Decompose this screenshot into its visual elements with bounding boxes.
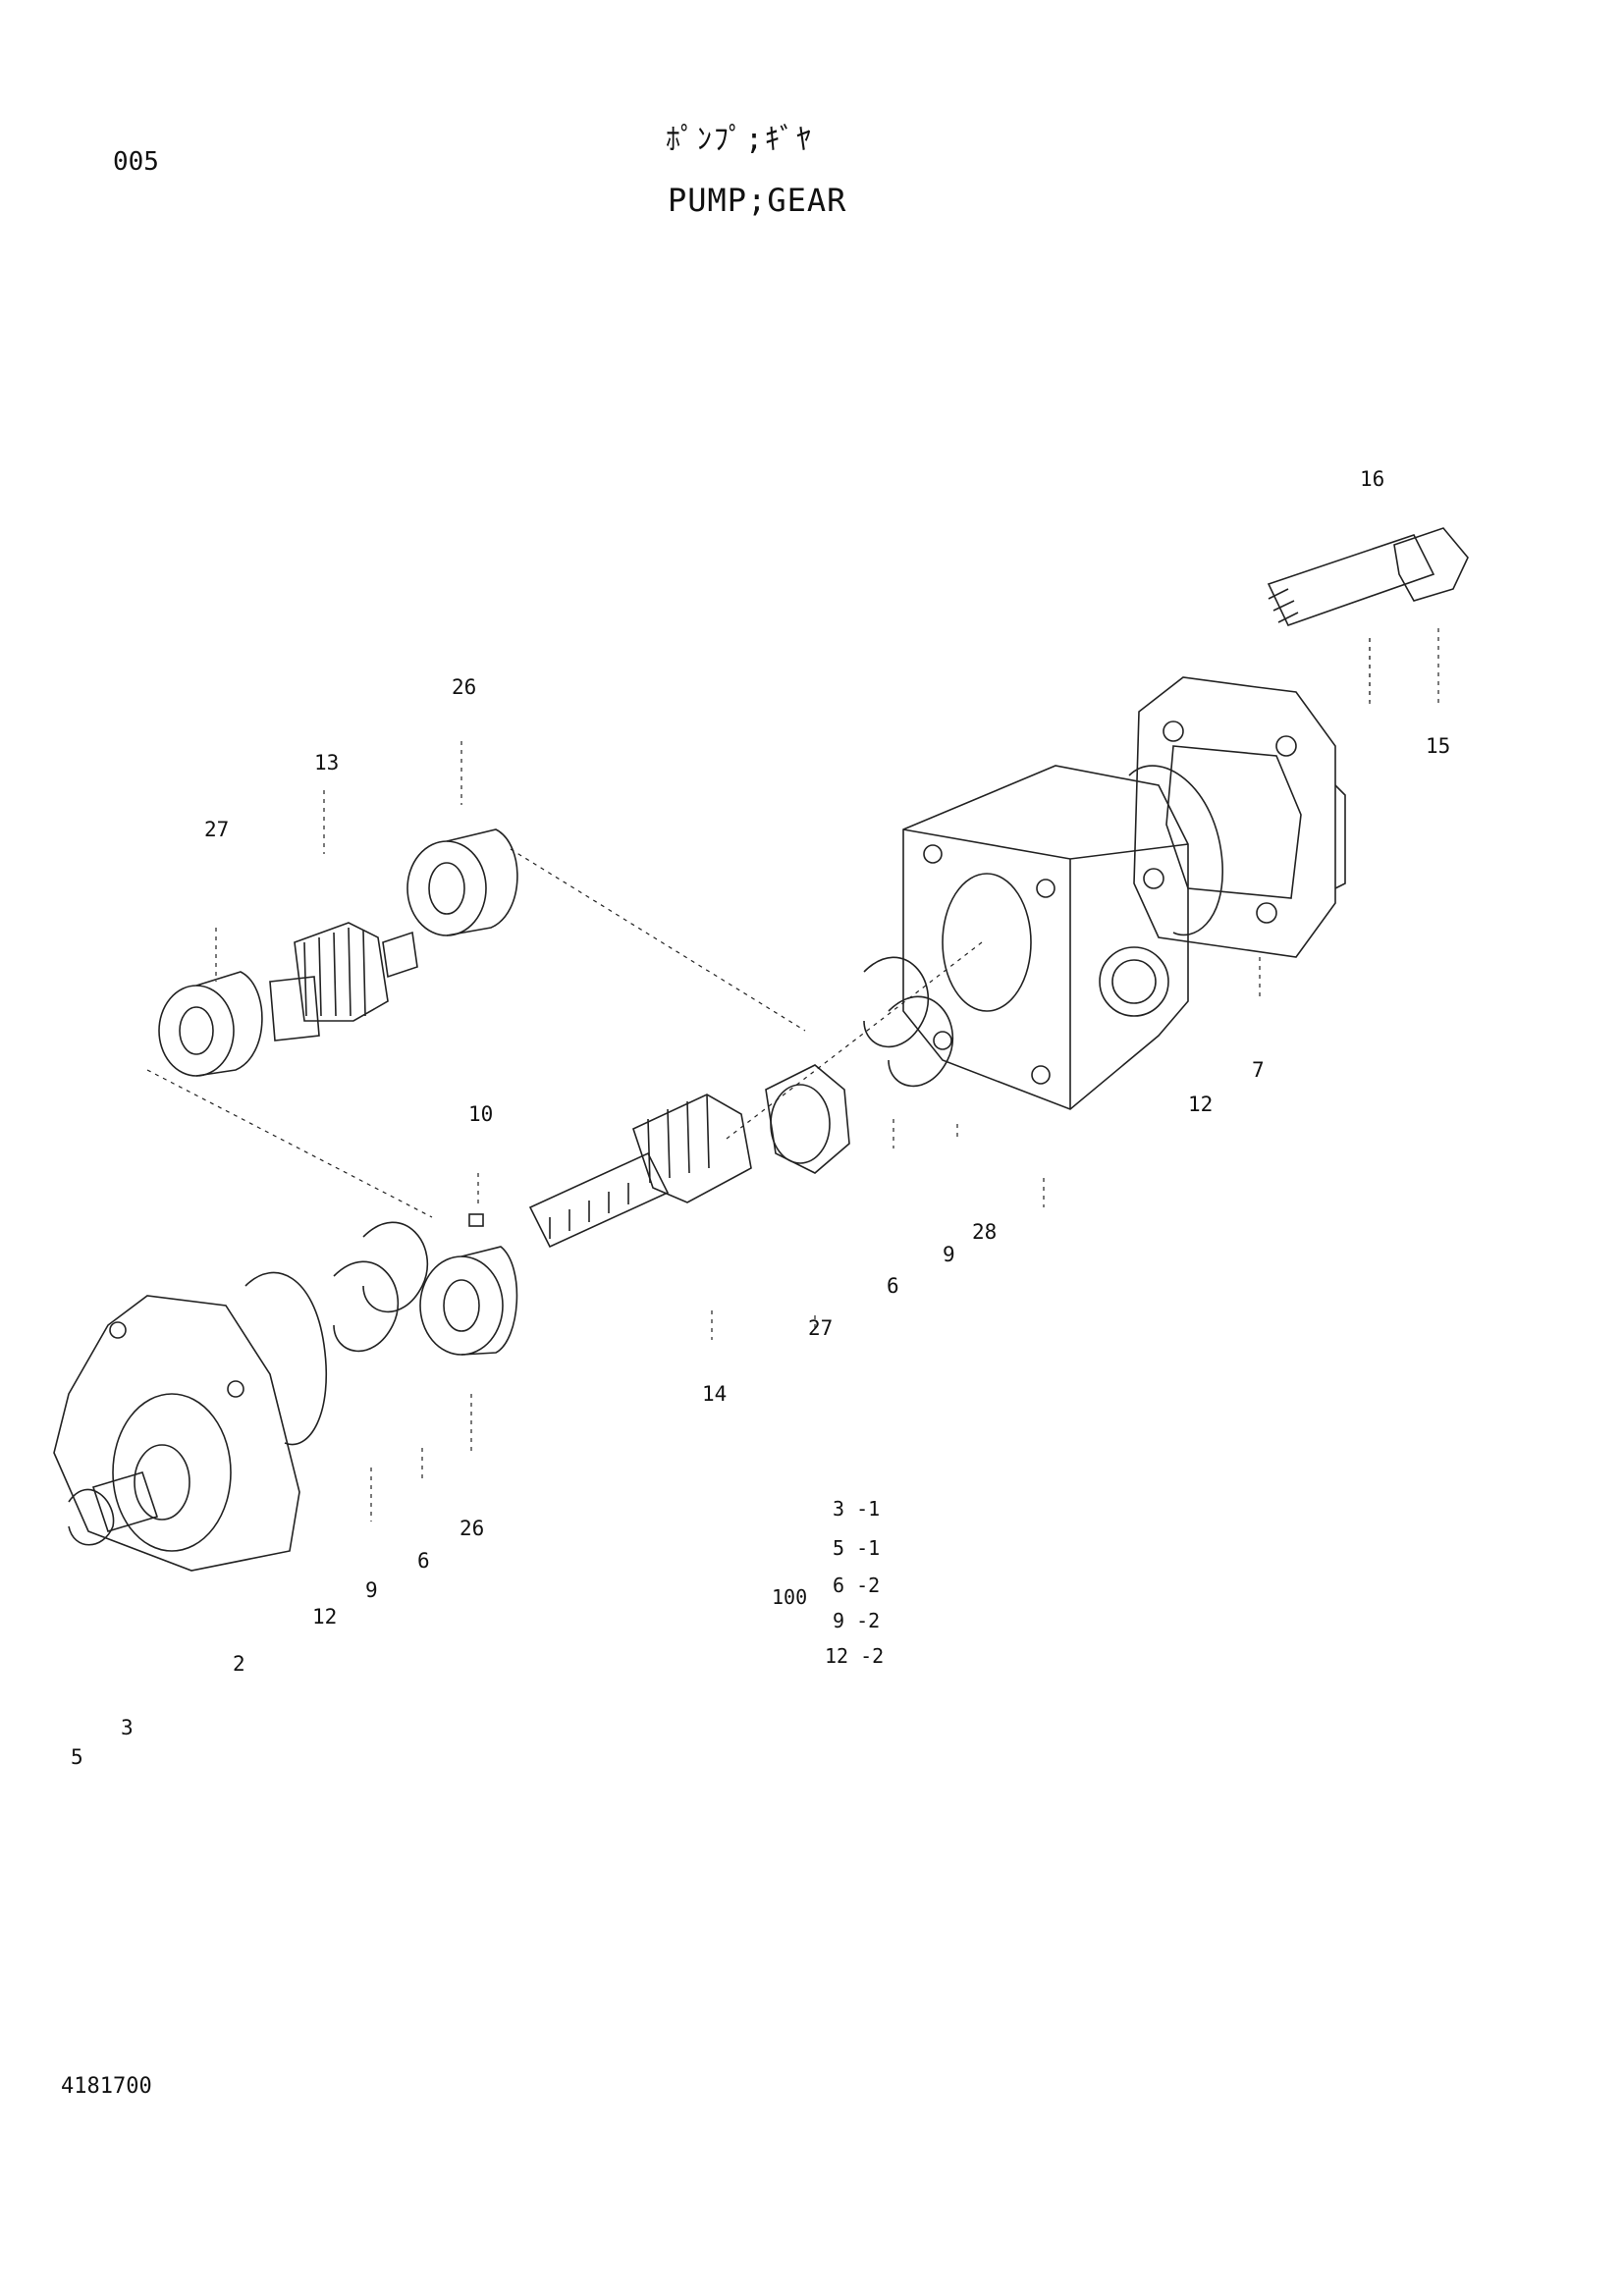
bushing-lower-left	[419, 1213, 518, 1356]
gear-upper	[269, 922, 418, 1041]
drive-shaft-gear	[528, 1094, 752, 1249]
kit-item: 12 -2	[825, 1644, 885, 1668]
clip-ring-left	[362, 1221, 428, 1313]
callout-2: 2	[233, 1652, 245, 1676]
callout-3: 3	[121, 1716, 134, 1739]
callout-16: 16	[1360, 467, 1385, 491]
title-english: PUMP;GEAR	[668, 182, 847, 219]
callout-5: 5	[71, 1745, 83, 1769]
document-number: 4181700	[61, 2074, 152, 2099]
bushing-upper-right	[406, 828, 518, 936]
callout-27-upper: 27	[204, 818, 230, 841]
bolt-part	[1267, 527, 1469, 626]
callout-26-lower: 26	[460, 1517, 485, 1540]
clip-ring-left-2	[333, 1260, 399, 1353]
kit-label: 100	[772, 1585, 808, 1609]
callout-6-upper: 6	[887, 1274, 899, 1298]
clip-ring-right	[863, 956, 929, 1048]
callout-27-lower: 27	[808, 1316, 834, 1340]
front-cover-part	[53, 1295, 300, 1572]
pump-body-part	[902, 765, 1189, 1110]
leader-lines	[146, 628, 1439, 1522]
page-number: 005	[113, 147, 159, 177]
kit-item: 3 -1	[833, 1497, 881, 1521]
callout-13: 13	[314, 751, 340, 774]
kit-item: 5 -1	[833, 1536, 881, 1560]
callout-12-lower: 12	[312, 1605, 338, 1629]
seal-ring-part	[1128, 765, 1223, 936]
callout-10: 10	[468, 1102, 494, 1126]
callout-6-lower: 6	[417, 1549, 430, 1573]
rear-cover-part	[1133, 676, 1346, 958]
callout-7: 7	[1252, 1058, 1265, 1082]
title-japanese: ﾎﾟﾝﾌﾟ;ｷﾞﾔ	[666, 123, 814, 157]
bushing-lower-right	[765, 1064, 850, 1174]
snap-ring-part	[68, 1488, 115, 1546]
clip-ring-right-2	[888, 995, 953, 1088]
seal-ring-left	[244, 1271, 328, 1446]
callout-15: 15	[1426, 734, 1451, 758]
callout-12-upper: 12	[1188, 1093, 1214, 1116]
bushing-upper-left	[158, 971, 263, 1077]
callout-9-upper: 9	[943, 1243, 955, 1266]
callout-14: 14	[702, 1382, 728, 1406]
callout-9-lower: 9	[365, 1578, 378, 1602]
kit-item: 6 -2	[833, 1574, 881, 1597]
kit-item: 9 -2	[833, 1609, 881, 1632]
callout-28: 28	[972, 1220, 998, 1244]
callout-26-upper: 26	[452, 675, 477, 699]
